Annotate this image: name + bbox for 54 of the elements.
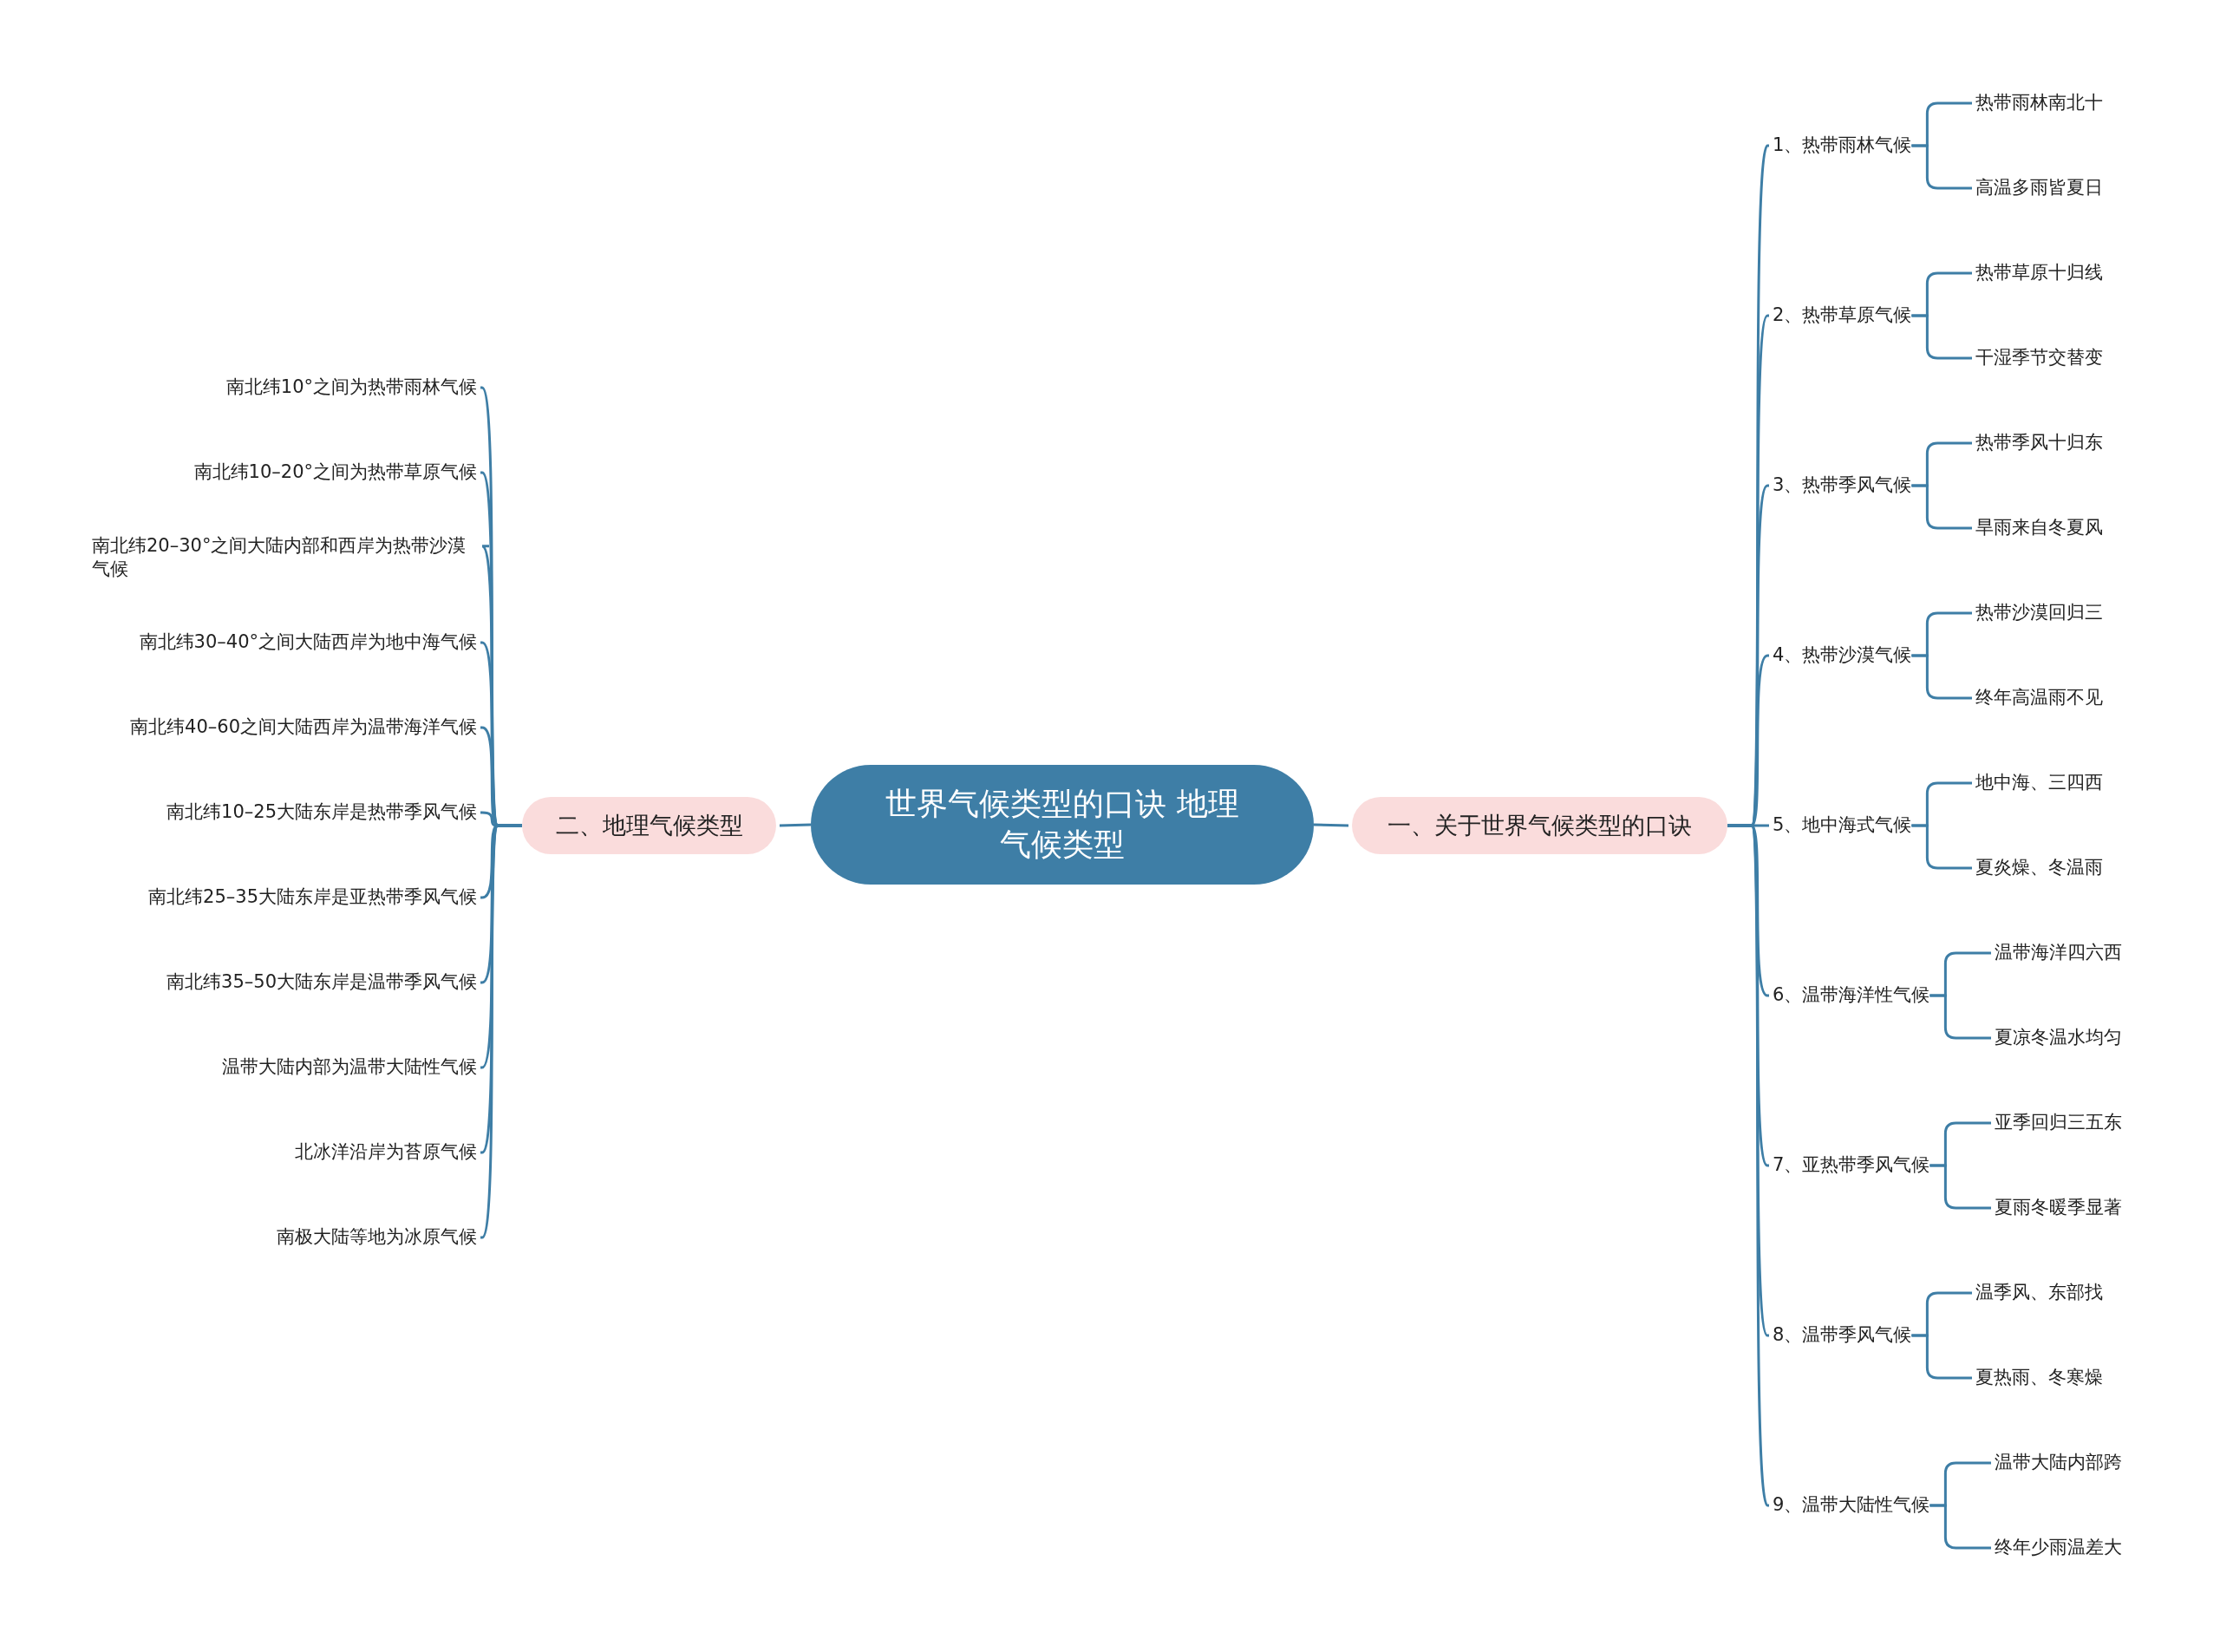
connector-line bbox=[1911, 484, 1972, 530]
subtopic-text: 3、热带季风气候 bbox=[1773, 473, 1912, 498]
subtopic-text: 高温多雨皆夏日 bbox=[1975, 176, 2103, 200]
subtopic-text: 6、温带海洋性气候 bbox=[1773, 983, 1930, 1008]
subtopic-text: 干湿季节交替变 bbox=[1975, 346, 2103, 370]
connector-line bbox=[1313, 823, 1349, 827]
subtopic-text: 温带海洋四六西 bbox=[1995, 941, 2122, 965]
connector-line bbox=[1911, 144, 1972, 190]
subtopic-text: 南北纬40–60之间大陆西岸为温带海洋气候 bbox=[130, 715, 477, 740]
connector-line bbox=[1929, 1504, 1991, 1550]
subtopic-text: 热带季风十归东 bbox=[1975, 431, 2103, 455]
subtopic-text: 南北纬25–35大陆东岸是亚热带季风气候 bbox=[148, 885, 477, 910]
subtopic-text: 旱雨来自冬夏风 bbox=[1975, 516, 2103, 540]
subtopic-text: 2、热带草原气候 bbox=[1773, 304, 1912, 328]
subtopic-text: 8、温带季风气候 bbox=[1773, 1323, 1912, 1348]
subtopic-text: 热带雨林南北十 bbox=[1975, 91, 2103, 115]
subtopic-text: 温季风、东部找 bbox=[1975, 1281, 2103, 1305]
subtopic-text: 7、亚热带季风气候 bbox=[1773, 1153, 1930, 1178]
connector-line bbox=[779, 823, 812, 827]
subtopic-text: 南北纬20–30°之间大陆内部和西岸为热带沙漠气候 bbox=[92, 533, 477, 582]
connector-line bbox=[1929, 1164, 1991, 1210]
subtopic-text: 热带草原十归线 bbox=[1975, 261, 2103, 285]
connector-line bbox=[1727, 824, 1769, 827]
central-topic: 世界气候类型的口诀 地理气候类型 bbox=[811, 765, 1314, 885]
subtopic-text: 终年少雨温差大 bbox=[1995, 1536, 2122, 1560]
subtopic-text: 北冰洋沿岸为苔原气候 bbox=[295, 1140, 477, 1165]
subtopic-text: 南北纬10–20°之间为热带草原气候 bbox=[193, 460, 477, 485]
subtopic-text: 南极大陆等地为冰原气候 bbox=[277, 1225, 477, 1250]
connector-line bbox=[1911, 1334, 1972, 1380]
subtopic-text: 温带大陆内部跨 bbox=[1995, 1451, 2122, 1475]
subtopic-text: 9、温带大陆性气候 bbox=[1773, 1493, 1930, 1518]
subtopic-text: 南北纬10–25大陆东岸是热带季风气候 bbox=[166, 800, 477, 825]
subtopic-text: 终年高温雨不见 bbox=[1975, 686, 2103, 710]
subtopic-text: 1、热带雨林气候 bbox=[1773, 134, 1912, 158]
subtopic-text: 4、热带沙漠气候 bbox=[1773, 643, 1912, 668]
subtopic-text: 5、地中海式气候 bbox=[1773, 813, 1912, 838]
subtopic-text: 亚季回归三五东 bbox=[1995, 1111, 2122, 1135]
subtopic-text: 夏雨冬暖季显著 bbox=[1995, 1196, 2122, 1220]
branch-topic: 二、地理气候类型 bbox=[522, 797, 776, 854]
subtopic-text: 南北纬35–50大陆东岸是温带季风气候 bbox=[166, 970, 477, 995]
subtopic-text: 夏凉冬温水均匀 bbox=[1995, 1026, 2122, 1050]
subtopic-text: 热带沙漠回归三 bbox=[1975, 601, 2103, 625]
connector-line bbox=[1911, 654, 1972, 700]
connector-line bbox=[480, 824, 522, 1239]
subtopic-text: 南北纬30–40°之间大陆西岸为地中海气候 bbox=[139, 630, 477, 655]
subtopic-text: 地中海、三四西 bbox=[1975, 771, 2103, 795]
connector-line bbox=[1929, 994, 1991, 1040]
connector-line bbox=[1911, 824, 1972, 870]
subtopic-text: 夏炎燥、冬温雨 bbox=[1975, 856, 2103, 880]
subtopic-text: 夏热雨、冬寒燥 bbox=[1975, 1366, 2103, 1390]
subtopic-text: 温带大陆内部为温带大陆性气候 bbox=[222, 1055, 477, 1080]
subtopic-text: 南北纬10°之间为热带雨林气候 bbox=[225, 375, 477, 400]
branch-topic: 一、关于世界气候类型的口诀 bbox=[1352, 797, 1727, 854]
connector-line bbox=[1911, 314, 1972, 360]
